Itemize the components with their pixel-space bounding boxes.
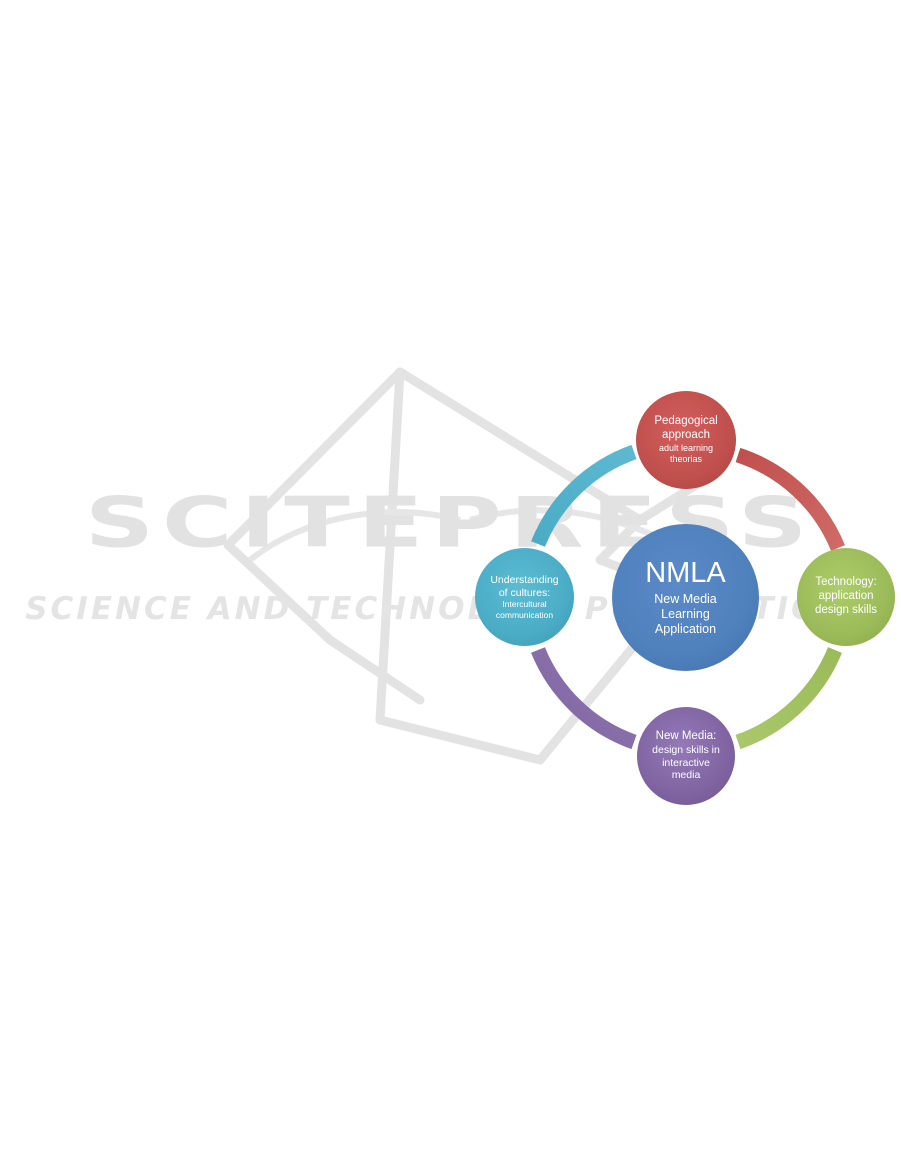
- node-detail-line: media: [652, 769, 720, 782]
- connector-pedagogical-technology: [738, 455, 838, 548]
- node-detail: design skills in interactive media: [652, 744, 720, 782]
- node-understanding-of-cultures: Understanding of cultures: Intercultural…: [475, 548, 574, 646]
- node-title: Pedagogical approach: [654, 415, 717, 443]
- node-title: Technology: application design skills: [815, 576, 877, 617]
- node-detail-line: Intercultural: [496, 599, 553, 609]
- node-new-media: New Media: design skills in interactive …: [637, 707, 735, 805]
- node-title-line: Technology:: [815, 576, 877, 590]
- connector-understanding-pedagogical: [538, 452, 634, 544]
- connector-technology-newmedia: [738, 650, 835, 742]
- center-node-name-line: New Media: [654, 592, 717, 607]
- node-title-line: Pedagogical: [654, 415, 717, 429]
- node-title-line: application: [815, 590, 877, 604]
- node-detail-line: theorias: [659, 454, 713, 465]
- node-detail: adult learning theorias: [659, 443, 713, 465]
- node-detail-line: adult learning: [659, 443, 713, 454]
- center-node-name-line: Learning: [654, 607, 717, 622]
- node-detail-line: design skills in: [652, 744, 720, 757]
- node-title: New Media:: [656, 730, 717, 744]
- node-title-line: approach: [654, 429, 717, 443]
- center-node-acronym: NMLA: [645, 558, 726, 590]
- node-technology: Technology: application design skills: [797, 548, 895, 646]
- node-title-line: Understanding: [490, 574, 558, 587]
- node-detail-line: interactive: [652, 757, 720, 770]
- center-node-nmla: NMLA New Media Learning Application: [612, 524, 759, 671]
- center-node-name-line: Application: [654, 622, 717, 637]
- node-pedagogical-approach: Pedagogical approach adult learning theo…: [636, 391, 736, 489]
- node-title-line: of cultures:: [490, 587, 558, 600]
- center-node-name: New Media Learning Application: [654, 592, 717, 637]
- node-title-line: New Media:: [656, 730, 717, 744]
- node-title-line: design skills: [815, 604, 877, 618]
- node-detail-line: communication: [496, 610, 553, 620]
- connector-newmedia-understanding: [538, 650, 634, 742]
- node-detail: Intercultural communication: [496, 599, 553, 619]
- node-title: Understanding of cultures:: [490, 574, 558, 599]
